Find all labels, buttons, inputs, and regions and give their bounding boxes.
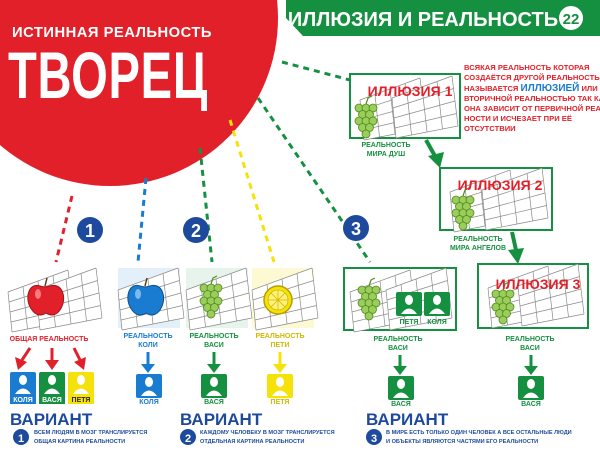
illusion-1-title: ИЛЛЮЗИЯ 1 xyxy=(368,83,453,99)
illusion-3-title: ИЛЛЮЗИЯ 3 xyxy=(496,276,581,292)
svg-text:2: 2 xyxy=(191,221,201,241)
variant-2-label: ВАРИАНТ xyxy=(180,410,263,429)
svg-text:ПЕТЯ: ПЕТЯ xyxy=(72,397,91,404)
scene-kolya-reality: РЕАЛЬНОСТЬ КОЛИ xyxy=(117,267,185,373)
scene-world-3: ПЕТЯ КОЛЯ РЕАЛЬНОСТЬ ВАСИ xyxy=(343,267,457,375)
variant-3: ВАРИАНТ 3 В МИРЕ ЕСТЬ ТОЛЬКО ОДИН ЧЕЛОВЕ… xyxy=(366,410,572,445)
svg-text:ВАСЯ: ВАСЯ xyxy=(521,401,541,408)
creator-subtitle: ИСТИННАЯ РЕАЛЬНОСТЬ xyxy=(12,24,212,41)
creator-circle: ИСТИННАЯ РЕАЛЬНОСТЬ ТВОРЕЦ xyxy=(0,0,278,186)
svg-text:КОЛИ: КОЛИ xyxy=(138,342,158,349)
scene-world3-caption: РЕАЛЬНОСТЬ xyxy=(373,336,422,343)
option-number-3: 3 xyxy=(343,215,369,241)
svg-text:ВАСЯ: ВАСЯ xyxy=(42,397,62,404)
svg-text:КАЖДОМУ ЧЕЛОВЕКУ В МОЗГ ТРАНСЛ: КАЖДОМУ ЧЕЛОВЕКУ В МОЗГ ТРАНСЛИРУЕТСЯ xyxy=(200,430,335,436)
person-vasya-4: ВАСЯ xyxy=(518,376,544,408)
svg-text:ПЕТЯ: ПЕТЯ xyxy=(271,399,290,406)
person-petya-1: ПЕТЯ xyxy=(68,372,94,404)
illusion-3-arrow xyxy=(524,355,538,375)
banner-title: ИЛЛЮЗИЯ И РЕАЛЬНОСТЬ xyxy=(288,9,558,31)
person-kolya-1: КОЛЯ xyxy=(10,372,36,404)
svg-text:1: 1 xyxy=(18,433,24,445)
scene-petya-caption: РЕАЛЬНОСТЬ xyxy=(255,333,304,340)
svg-text:И ОБЪЕКТЫ ЯВЛЯЮТСЯ ЧАСТЯМИ ЕГО: И ОБЪЕКТЫ ЯВЛЯЮТСЯ ЧАСТЯМИ ЕГО РЕАЛЬНОСТ… xyxy=(386,439,538,445)
definition-text: ВСЯКАЯ РЕАЛЬНОСТЬ КОТОРАЯ СОЗДАЁТСЯ ДРУГ… xyxy=(464,63,600,133)
scene-common-caption: ОБЩАЯ РЕАЛЬНОСТЬ xyxy=(10,336,89,343)
variant-1: ВАРИАНТ 1 ВСЕМ ЛЮДЯМ В МОЗГ ТРАНСЛИРУЕТС… xyxy=(10,410,147,445)
illusion-2-panel: ИЛЛЮЗИЯ 2 РЕАЛЬНОСТЬ МИРА АНГЕЛОВ xyxy=(439,167,553,252)
option-number-2: 2 xyxy=(183,217,209,243)
scene-petya-reality: РЕАЛЬНОСТЬ ПЕТИ xyxy=(251,267,319,373)
illusion-1-caption: РЕАЛЬНОСТЬ xyxy=(361,142,410,149)
banner-number: 22 xyxy=(563,11,580,28)
svg-text:3: 3 xyxy=(371,433,377,445)
person-vasya-1: ВАСЯ xyxy=(39,372,65,404)
illusion-1-panel: ИЛЛЮЗИЯ 1 РЕАЛЬНОСТЬ МИРА ДУШ xyxy=(349,73,461,158)
svg-text:КОЛЯ: КОЛЯ xyxy=(427,319,447,326)
person-vasya-2: ВАСЯ xyxy=(201,374,227,406)
arrows-common xyxy=(15,347,86,370)
arrow-illusion-1-to-2 xyxy=(424,139,444,168)
svg-text:ВАСЯ: ВАСЯ xyxy=(391,401,411,408)
svg-text:ВАСИ: ВАСИ xyxy=(204,342,224,349)
option-number-1: 1 xyxy=(77,217,103,243)
scene-common-reality: ОБЩАЯ РЕАЛЬНОСТЬ xyxy=(7,267,103,343)
svg-text:ПЕТЯ: ПЕТЯ xyxy=(400,319,419,326)
person-kolya-2: КОЛЯ xyxy=(136,374,162,406)
illusion-2-caption: РЕАЛЬНОСТЬ xyxy=(453,236,502,243)
variant-3-label: ВАРИАНТ xyxy=(366,410,449,429)
svg-text:ВАСИ: ВАСИ xyxy=(388,345,408,352)
definition-keyword: ИЛЛЮЗИЕЙ xyxy=(521,81,580,94)
svg-text:ОБЩАЯ КАРТИНА РЕАЛЬНОСТИ: ОБЩАЯ КАРТИНА РЕАЛЬНОСТИ xyxy=(34,439,125,445)
svg-text:ОТДЕЛЬНАЯ КАРТИНА РЕАЛЬНОСТИ: ОТДЕЛЬНАЯ КАРТИНА РЕАЛЬНОСТИ xyxy=(200,439,304,445)
illusion-2-title: ИЛЛЮЗИЯ 2 xyxy=(458,177,543,193)
svg-text:1: 1 xyxy=(85,221,95,241)
person-petya-2: ПЕТЯ xyxy=(267,374,293,406)
illusion-3-panel: ИЛЛЮЗИЯ 3 РЕАЛЬНОСТЬ ВАСИ xyxy=(477,263,589,352)
banner-number-badge xyxy=(559,6,583,30)
scene-vasya-caption: РЕАЛЬНОСТЬ xyxy=(189,333,238,340)
svg-text:КОЛЯ: КОЛЯ xyxy=(13,397,33,404)
svg-text:2: 2 xyxy=(185,433,191,445)
svg-text:КОЛЯ: КОЛЯ xyxy=(139,399,159,406)
person-kolya-3: КОЛЯ xyxy=(424,292,450,326)
creator-title: ТВОРЕЦ xyxy=(8,38,208,112)
svg-text:МИРА ДУШ: МИРА ДУШ xyxy=(367,151,405,158)
person-petya-3: ПЕТЯ xyxy=(396,292,422,326)
scene-vasya-reality: РЕАЛЬНОСТЬ ВАСИ xyxy=(185,267,253,373)
topic-banner: ИЛЛЮЗИЯ И РЕАЛЬНОСТЬ 22 xyxy=(286,0,600,36)
svg-text:МИРА АНГЕЛОВ: МИРА АНГЕЛОВ xyxy=(450,245,506,252)
svg-text:ВАСИ: ВАСИ xyxy=(520,345,540,352)
svg-text:3: 3 xyxy=(351,219,361,239)
lemon-icon xyxy=(263,285,293,315)
arrow-illusion-2-to-3 xyxy=(508,231,524,264)
variant-1-label: ВАРИАНТ xyxy=(10,410,93,429)
svg-text:ВАСЯ: ВАСЯ xyxy=(204,399,224,406)
svg-text:ВСЕМ ЛЮДЯМ В МОЗГ ТРАНСЛИРУЕТС: ВСЕМ ЛЮДЯМ В МОЗГ ТРАНСЛИРУЕТСЯ xyxy=(34,430,147,436)
apple-icon xyxy=(127,277,165,316)
illusion-3-caption: РЕАЛЬНОСТЬ xyxy=(505,336,554,343)
scene-kolya-caption: РЕАЛЬНОСТЬ xyxy=(123,333,172,340)
person-vasya-3: ВАСЯ xyxy=(388,376,414,408)
variant-2: ВАРИАНТ 2 КАЖДОМУ ЧЕЛОВЕКУ В МОЗГ ТРАНСЛ… xyxy=(180,410,335,445)
svg-text:В МИРЕ ЕСТЬ ТОЛЬКО ОДИН ЧЕЛОВЕ: В МИРЕ ЕСТЬ ТОЛЬКО ОДИН ЧЕЛОВЕК А ВСЕ ОС… xyxy=(386,430,572,436)
svg-text:ПЕТИ: ПЕТИ xyxy=(270,342,289,349)
apple-icon xyxy=(27,277,65,316)
